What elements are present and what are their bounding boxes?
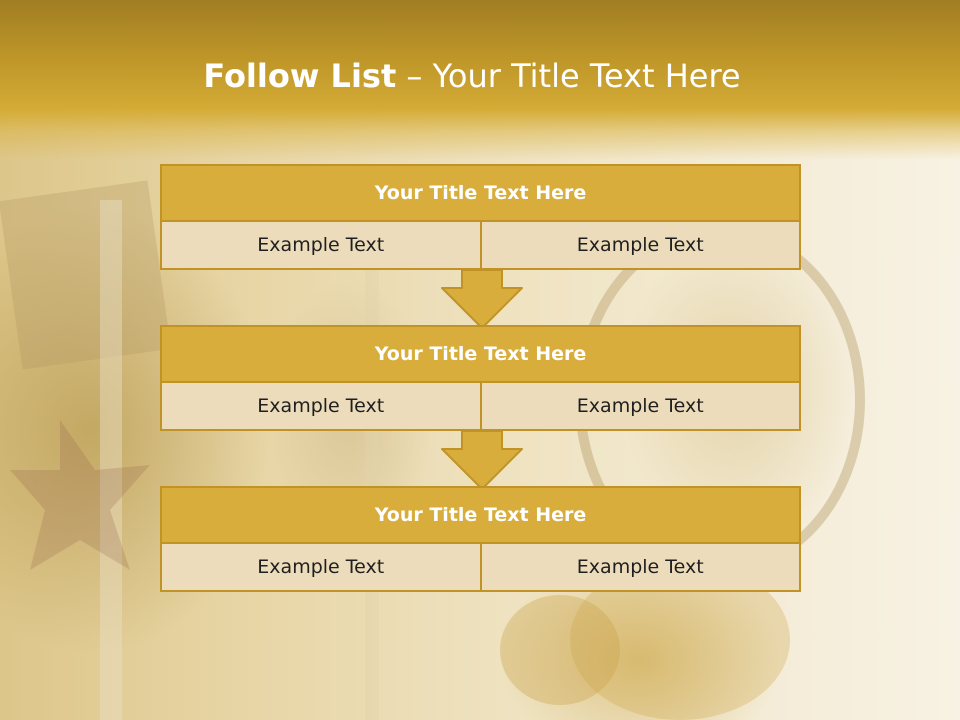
block-cell-left: Example Text [162, 383, 482, 429]
down-arrow-icon [441, 431, 523, 490]
title-rest-part: – Your Title Text Here [396, 57, 741, 95]
block-row: Example Text Example Text [160, 222, 801, 270]
header-band [0, 0, 960, 160]
list-block-1: Your Title Text Here Example Text Exampl… [160, 164, 801, 270]
block-title: Your Title Text Here [160, 486, 801, 544]
block-row: Example Text Example Text [160, 544, 801, 592]
down-arrow-icon [441, 270, 523, 329]
block-title: Your Title Text Here [160, 325, 801, 383]
slide-title: Follow List – Your Title Text Here [0, 56, 944, 96]
block-cell-left: Example Text [162, 222, 482, 268]
block-title: Your Title Text Here [160, 164, 801, 222]
block-cell-right: Example Text [576, 556, 704, 578]
title-bold-part: Follow List [203, 57, 397, 95]
block-cell-right: Example Text [576, 234, 704, 256]
list-block-2: Your Title Text Here Example Text Exampl… [160, 325, 801, 431]
list-block-3: Your Title Text Here Example Text Exampl… [160, 486, 801, 592]
block-cell-left: Example Text [162, 544, 482, 590]
block-cell-right: Example Text [576, 395, 704, 417]
block-row: Example Text Example Text [160, 383, 801, 431]
